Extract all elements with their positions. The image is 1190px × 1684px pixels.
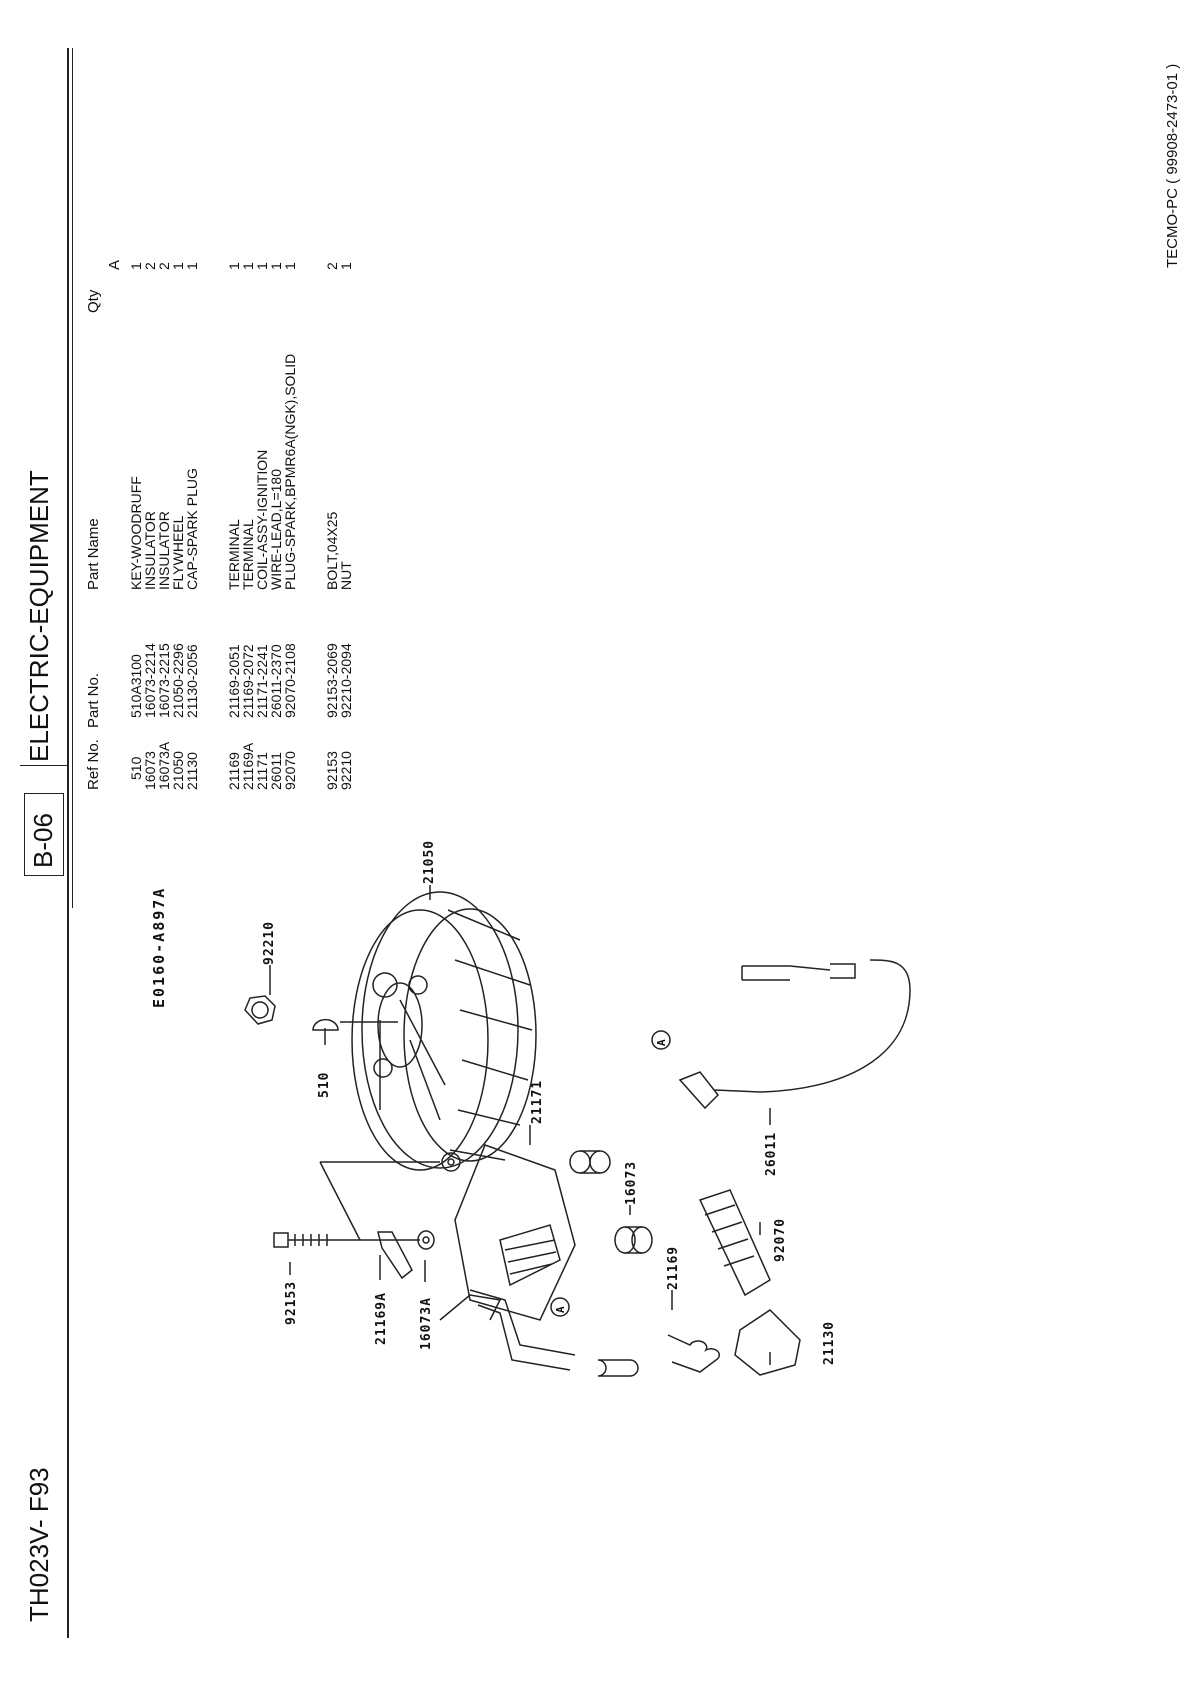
part-label-26011: 26011 xyxy=(764,1131,779,1176)
callout-a-circle xyxy=(550,1297,570,1317)
part-label-16073A: 16073A xyxy=(419,1297,434,1350)
part-label-21171: 21171 xyxy=(530,1079,545,1124)
part-label-92153: 92153 xyxy=(284,1280,299,1325)
part-label-21169: 21169 xyxy=(666,1245,681,1290)
woodruff-key-drawing xyxy=(312,1018,339,1031)
part-label-92210: 92210 xyxy=(262,920,277,965)
header-divider xyxy=(20,765,67,766)
part-label-16073: 16073 xyxy=(624,1160,639,1205)
insulator-drawing xyxy=(417,1150,653,1254)
ignition-coil-drawing xyxy=(439,1144,576,1321)
lead-wire-drawing xyxy=(678,959,911,1110)
flywheel-drawing xyxy=(351,891,537,1171)
part-label-510: 510 xyxy=(317,1071,332,1098)
part-label-92070: 92070 xyxy=(773,1217,788,1262)
part-label-21050: 21050 xyxy=(422,839,437,884)
frame-line-outer xyxy=(67,48,69,1638)
section-code-box xyxy=(24,793,64,876)
frame-line-inner xyxy=(72,48,73,908)
spark-plug-drawing xyxy=(698,1189,771,1297)
part-label-21130: 21130 xyxy=(822,1320,837,1365)
part-label-21169A: 21169A xyxy=(374,1292,389,1345)
bolt-drawing xyxy=(273,1161,440,1248)
callout-a-label: A xyxy=(655,1039,668,1046)
nut-drawing xyxy=(244,995,276,1025)
spring-terminal-drawing xyxy=(667,1334,721,1373)
plug-cap-drawing xyxy=(734,1309,801,1376)
callout-a-circle xyxy=(651,1030,671,1050)
callout-a-label: A xyxy=(554,1306,567,1313)
terminal-drawing xyxy=(377,1231,413,1280)
